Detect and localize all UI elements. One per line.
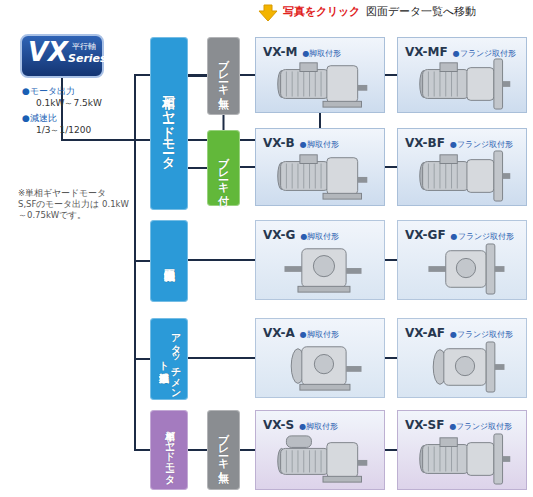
reducer-illustration <box>433 342 504 392</box>
tree-connector <box>240 449 255 451</box>
tree-connector <box>385 259 397 261</box>
category-box: 両軸形減速機 <box>150 220 188 302</box>
motor-illustration <box>278 63 368 107</box>
footnote: ※単相ギヤードモータ S,SFのモータ出力は 0.1kW～0.75kWです。 <box>18 188 130 221</box>
motor-illustration <box>278 436 368 482</box>
brake-option-box: ブレーキ無し <box>207 37 240 115</box>
tree-connector <box>385 357 397 359</box>
product-box: VX-G ●脚取付形 <box>255 220 385 300</box>
model-name: VX-SF <box>405 418 444 432</box>
model-name: VX-B <box>263 136 295 150</box>
motor-illustration <box>420 151 511 201</box>
series-word: Series <box>68 52 107 65</box>
link-label: 写真をクリック <box>283 5 360 19</box>
motor-illustration <box>278 155 368 199</box>
category-box: アタッチメント形減速機 <box>150 318 188 400</box>
mount-type: ●フランジ取付形 <box>453 48 516 59</box>
category-name: 両軸形減速機 <box>162 225 175 297</box>
series-subtitle: 平行軸 <box>72 41 96 52</box>
brake-option-box: ブレーキ無し <box>207 410 240 490</box>
mount-type: ●フランジ取付形 <box>451 231 514 242</box>
motor-illustration <box>420 434 511 484</box>
product-box: VX-MF ●フランジ取付形 <box>397 37 527 113</box>
category-box: 三相ギヤードモータ <box>150 37 188 210</box>
product-box: VX-S ●脚取付形 <box>255 410 385 490</box>
link-label: 図面データ一覧へ移動 <box>366 5 476 19</box>
product-box: VX-SF ●フランジ取付形 <box>397 410 527 490</box>
model-name: VX-M <box>263 45 297 59</box>
model-name: VX-BF <box>405 136 445 150</box>
mount-type: ●脚取付形 <box>300 139 339 150</box>
mount-type: ●脚取付形 <box>300 231 339 242</box>
series-name: VX <box>28 37 68 67</box>
product-box: VX-B ●脚取付形 <box>255 128 385 206</box>
reducer-illustration <box>291 347 361 390</box>
mount-type: ●脚取付形 <box>302 48 341 59</box>
mount-type: ●フランジ取付形 <box>449 421 512 432</box>
product-box: VX-AF ●フランジ取付形 <box>397 318 527 398</box>
mount-type: ●脚取付形 <box>300 329 339 340</box>
arrow-icon <box>259 5 277 21</box>
spec-heading: ●モータ出力 <box>22 86 75 98</box>
model-name: VX-MF <box>405 45 448 59</box>
category-name: 単相ギヤードモータ <box>163 418 175 482</box>
mount-type: ●フランジ取付形 <box>450 329 513 340</box>
tree-connector <box>240 166 255 168</box>
tree-connector <box>188 449 207 451</box>
motor-illustration <box>420 59 511 109</box>
tree-connector <box>385 449 397 451</box>
tree-connector <box>188 259 255 261</box>
spec-heading: ●減速比 <box>22 113 57 125</box>
product-box: VX-M ●脚取付形 <box>255 37 385 113</box>
model-name: VX-G <box>263 228 295 242</box>
brake-option: ブレーキ付 <box>217 134 230 202</box>
brake-option: ブレーキ無し <box>217 415 230 485</box>
product-box: VX-BF ●フランジ取付形 <box>397 128 527 206</box>
reducer-illustration <box>428 244 504 294</box>
brake-option: ブレーキ無し <box>217 41 230 111</box>
series-badge: VX 平行軸Series <box>20 34 104 78</box>
category-name: アタッチメント形減速機 <box>157 323 181 395</box>
category-box: 単相ギヤードモータ <box>150 410 188 490</box>
spec-value: 1/3～1/1200 <box>36 125 91 137</box>
product-box: VX-A ●脚取付形 <box>255 318 385 398</box>
reducer-illustration <box>284 249 361 292</box>
category-name: 三相ギヤードモータ <box>161 44 177 204</box>
model-name: VX-GF <box>405 228 446 242</box>
model-name: VX-AF <box>405 326 445 340</box>
mount-type: ●フランジ取付形 <box>450 139 513 150</box>
brake-option-box: ブレーキ付 <box>207 130 240 206</box>
tree-connector <box>188 357 255 359</box>
model-name: VX-S <box>263 418 294 432</box>
tree-connector <box>188 167 207 169</box>
tree-connector <box>385 166 397 168</box>
model-name: VX-A <box>263 326 295 340</box>
product-box: VX-GF ●フランジ取付形 <box>397 220 527 300</box>
spec-value: 0.1kW～7.5kW <box>36 98 102 110</box>
mount-type: ●脚取付形 <box>299 421 338 432</box>
